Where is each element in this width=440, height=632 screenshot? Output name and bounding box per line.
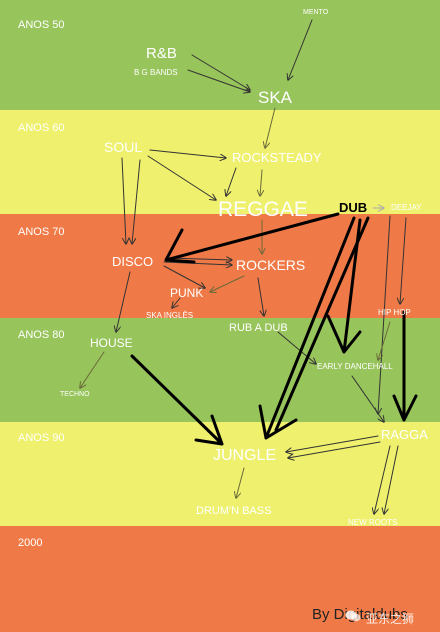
- decade-label-60s: ANOS 60: [18, 122, 65, 134]
- bold-arrow-dub-earlydancehall: [326, 218, 362, 354]
- arrow-deejay-ragga: [378, 215, 391, 414]
- arrow-jungle-drumnbass: [236, 467, 245, 498]
- arrow-deejay-hiphop: [400, 217, 407, 304]
- arrow-mento-ska: [288, 19, 313, 80]
- arrow-soul-rocksteady: [149, 149, 226, 158]
- genre-big-bands: B G BANDS: [134, 68, 178, 77]
- arrow-ragga-newroots-a: [374, 445, 391, 514]
- arrow-rockers-rubadub: [257, 277, 264, 316]
- band-50s: [0, 0, 440, 110]
- genre-new-roots: NEW ROOTS: [348, 518, 398, 527]
- arrow-rubadub-earlydancehall: [277, 331, 316, 364]
- genre-disco: DISCO: [112, 254, 154, 269]
- genre-jungle: JUNGLE: [213, 447, 277, 464]
- arrow-ragga-newroots-b: [384, 445, 399, 514]
- credit-text: By Digitaldubs: [312, 606, 408, 623]
- arrow-ragga-jungle-a: [286, 435, 379, 452]
- genre-house: HOUSE: [90, 336, 133, 350]
- genre-hip-hop: HIP HOP: [378, 308, 411, 317]
- genre-early-dancehall: EARLY DANCEHALL: [317, 362, 393, 371]
- arrow-soul-disco-a: [121, 157, 126, 244]
- bold-arrow-hiphop-ragga: [392, 310, 418, 422]
- wechat-icon: [345, 610, 361, 622]
- band-2000s: [0, 526, 440, 632]
- genre-ska: SKA: [258, 88, 293, 107]
- decade-label-80s: ANOS 80: [18, 329, 65, 341]
- genre-ska-ingles: SKA INGLÊS: [146, 311, 194, 320]
- genre-mento: MENTO: [303, 9, 329, 16]
- decade-label-50s: ANOS 50: [18, 19, 65, 31]
- arrow-rockers-punk: [210, 275, 245, 292]
- arrow-punk-skaingles: [172, 297, 181, 308]
- genre-rub-a-dub: RUB A DUB: [229, 322, 288, 334]
- decade-label-70s: ANOS 70: [18, 226, 65, 238]
- genre-techno: TECHNO: [60, 391, 90, 398]
- band-60s: [0, 110, 440, 214]
- decade-label-90s: ANOS 90: [18, 432, 65, 444]
- decade-label-2000s: 2000: [18, 537, 43, 549]
- arrow-house-techno: [80, 351, 105, 388]
- genre-soul: SOUL: [104, 139, 143, 155]
- arrow-rocksteady-reggae-a: [226, 167, 237, 196]
- bold-arrow-house-jungle: [130, 354, 224, 446]
- arrow-soul-disco-b: [132, 159, 141, 244]
- arrow-disco-house: [116, 271, 131, 332]
- genre-deejay: DEEJAY: [391, 203, 422, 212]
- arrow-disco-punk: [163, 265, 205, 288]
- bold-arrow-dub-disco: [164, 212, 340, 264]
- arrow-ragga-jungle-b: [288, 441, 381, 458]
- bold-arrow-dub-jungle-b: [274, 216, 370, 432]
- arrow-rnb-ska: [191, 54, 250, 90]
- watermark-text: 亚东之狮: [366, 612, 415, 626]
- genre-rnb: R&B: [146, 45, 177, 62]
- arrow-rocksteady-reggae-b: [260, 169, 262, 196]
- arrow-ska-rocksteady: [265, 107, 276, 148]
- arrow-soul-reggae: [147, 155, 216, 200]
- band-70s: [0, 214, 440, 318]
- genre-rockers: ROCKERS: [236, 257, 306, 273]
- arrow-earlydancehall-ragga: [351, 375, 384, 422]
- genre-reggae: REGGAE: [218, 198, 308, 221]
- arrow-hiphop-earlydancehall: [378, 321, 391, 360]
- arrow-disco-rockers: [163, 262, 232, 265]
- bold-arrow-dub-jungle-a: [258, 216, 356, 440]
- arrow-bigbands-ska: [187, 69, 250, 92]
- band-80s: [0, 318, 440, 422]
- arrow-disco-rockers-b: [167, 258, 232, 260]
- genre-ragga: RAGGA: [381, 427, 428, 442]
- genre-drum-n-bass: DRUM'N BASS: [196, 505, 272, 517]
- genre-rocksteady: ROCKSTEADY: [232, 150, 322, 165]
- genre-punk: PUNK: [170, 286, 204, 300]
- genre-dub: DUB: [339, 200, 368, 215]
